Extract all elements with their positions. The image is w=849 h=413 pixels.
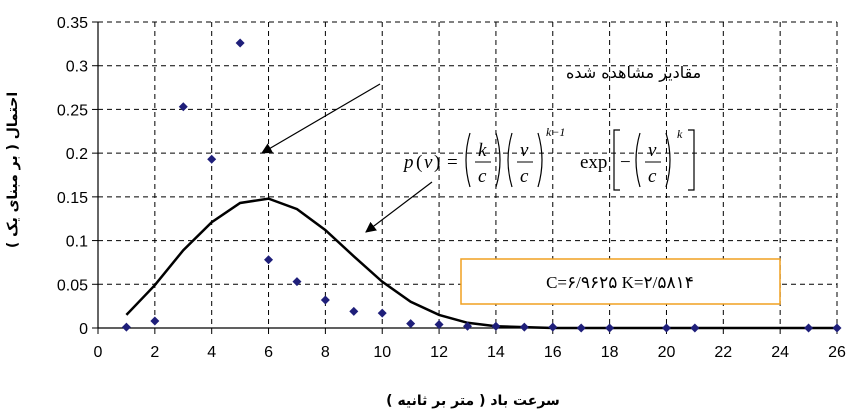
observed-label: مقادير مشاهده شده — [566, 63, 701, 83]
x-tick-label: 12 — [430, 344, 448, 361]
observed-point — [121, 322, 131, 332]
y-tick-label: 0 — [79, 321, 88, 338]
observed-point — [463, 321, 472, 331]
x-tick-label: 16 — [544, 344, 562, 361]
svg-text:v: v — [424, 152, 433, 173]
formula-arrow — [365, 181, 433, 233]
fitted-weibull-curve — [125, 197, 837, 330]
observed-point — [804, 323, 814, 333]
observed-point — [377, 308, 387, 318]
observed-point — [292, 277, 302, 287]
observed-point — [434, 320, 444, 330]
x-axis-title: سرعت باد ( متر بر ثانيه ) — [386, 393, 560, 409]
x-tick-label: 8 — [321, 344, 330, 361]
params-box — [460, 258, 781, 305]
svg-text:=: = — [447, 152, 458, 173]
weibull-formula: p ( v ) = k c v c k−1 exp − v c k — [402, 125, 695, 191]
observed-point — [320, 295, 330, 305]
svg-text:c: c — [478, 166, 487, 187]
observed-point — [832, 323, 842, 333]
x-tick-label: 22 — [714, 344, 732, 361]
y-tick-labels: 0 0.05 0.1 0.15 0.2 0.25 0.3 0.35 — [57, 15, 88, 338]
x-tick-label: 24 — [771, 344, 789, 361]
svg-text:c: c — [648, 166, 657, 187]
observed-point — [406, 319, 416, 329]
x-tick-label: 4 — [207, 344, 216, 361]
svg-text:−: − — [620, 152, 631, 173]
observed-point — [491, 321, 501, 331]
observed-point — [178, 102, 188, 112]
x-tick-label: 26 — [828, 344, 846, 361]
svg-text:p: p — [402, 152, 414, 173]
x-tick-label: 0 — [94, 344, 103, 361]
svg-text:k: k — [677, 127, 683, 141]
svg-text:k: k — [478, 140, 487, 161]
svg-text:v: v — [520, 140, 529, 161]
params-text: C=۶/۹۶۲۵ K=۲/۵۸۱۴ — [546, 273, 694, 292]
svg-text:exp: exp — [580, 152, 607, 173]
x-tick-label: 18 — [601, 344, 619, 361]
observed-point — [207, 154, 217, 164]
svg-text:(: ( — [416, 152, 422, 173]
y-tick-label: 0.35 — [57, 15, 88, 32]
observed-point — [150, 316, 160, 326]
observed-point — [605, 323, 615, 333]
observed-point — [349, 306, 359, 316]
x-tick-label: 6 — [264, 344, 273, 361]
observed-points — [121, 38, 842, 333]
y-tick-label: 0.15 — [57, 190, 88, 207]
observed-point — [690, 323, 700, 333]
svg-text:v: v — [648, 140, 657, 161]
x-tick-label: 14 — [487, 344, 505, 361]
observed-point — [661, 323, 671, 333]
x-tick-label: 2 — [150, 344, 159, 361]
observed-point — [235, 38, 245, 48]
observed-point — [548, 322, 558, 332]
y-axis-title: احتمال ( بر مبنای يک ) — [5, 92, 21, 248]
y-tick-label: 0.2 — [66, 146, 88, 163]
observed-point — [519, 322, 529, 332]
x-tick-label: 10 — [373, 344, 391, 361]
observed-point — [264, 255, 274, 265]
svg-text:c: c — [520, 166, 529, 187]
observed-arrow — [261, 83, 381, 154]
observed-point — [576, 323, 586, 333]
svg-text:k−1: k−1 — [546, 125, 565, 139]
y-tick-label: 0.3 — [66, 59, 88, 76]
svg-text:): ) — [434, 152, 440, 173]
x-tick-label: 20 — [658, 344, 676, 361]
y-tick-label: 0.25 — [57, 102, 88, 119]
y-tick-label: 0.1 — [66, 234, 88, 251]
y-tick-label: 0.05 — [57, 277, 88, 294]
